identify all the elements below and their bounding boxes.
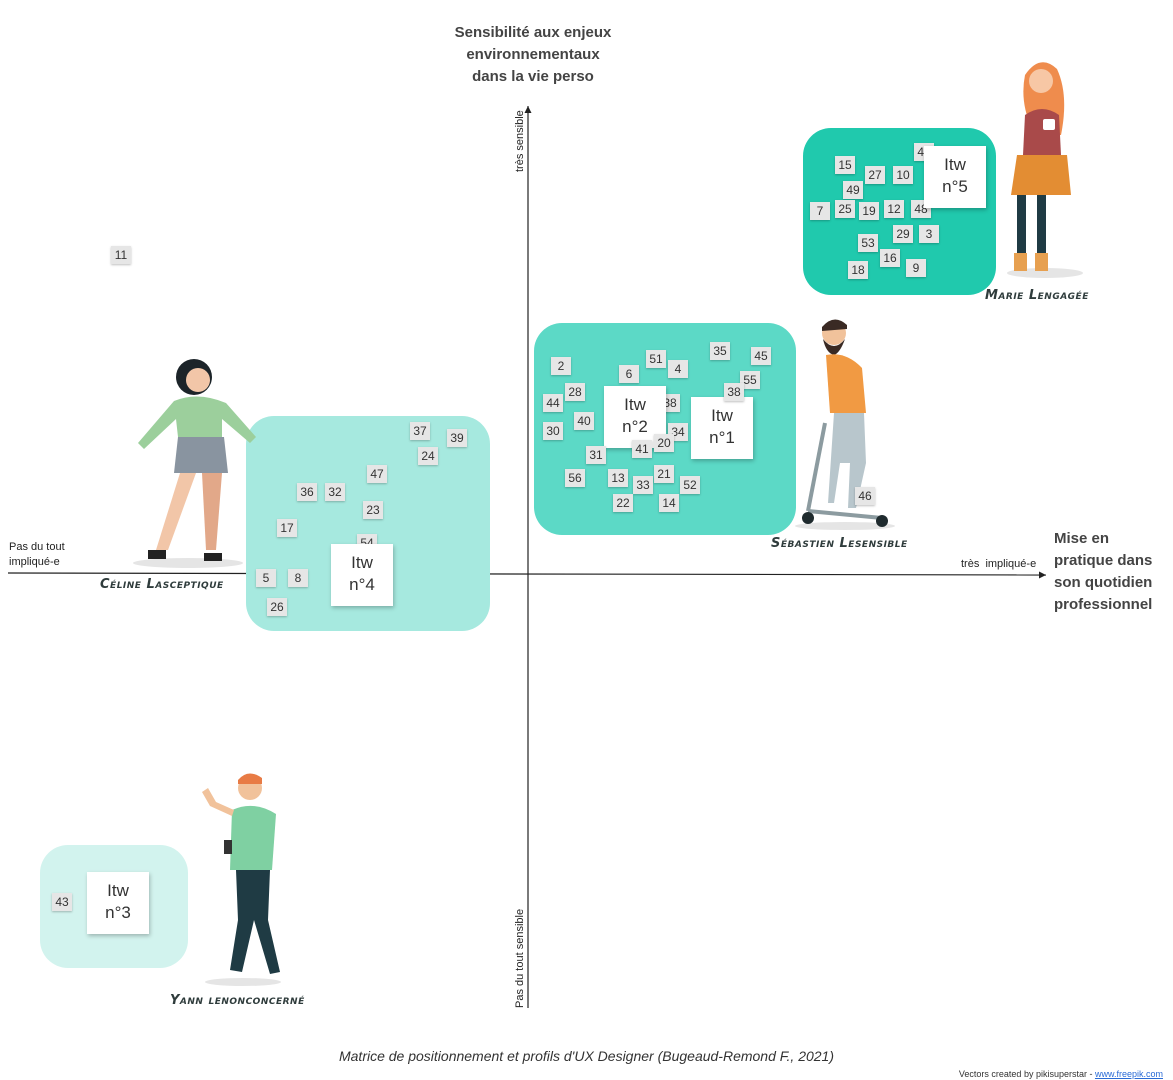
horizontal-axis-title-line: son quotidien bbox=[1054, 574, 1153, 591]
vertical-axis-bottom-label: Pas du tout sensible bbox=[514, 908, 526, 1008]
note-3: 3 bbox=[919, 225, 939, 243]
itw-2-line: Itw bbox=[624, 395, 646, 414]
vertical-axis-title-line: dans la vie perso bbox=[472, 68, 594, 85]
figure-caption: Matrice de positionnement et profils d'U… bbox=[338, 1048, 834, 1064]
note-29: 29 bbox=[893, 225, 913, 243]
itw-1-line: Itw bbox=[711, 406, 733, 425]
credit-link[interactable]: www.freepik.com bbox=[1094, 1069, 1163, 1079]
note-50: 14 bbox=[659, 494, 679, 512]
itw-3-line: n°3 bbox=[105, 903, 131, 922]
note-7: 7 bbox=[810, 202, 830, 220]
note-23: 23 bbox=[363, 501, 383, 519]
note-8: 8 bbox=[288, 569, 308, 587]
note-19: 19 bbox=[859, 202, 879, 220]
note-45: 45 bbox=[751, 347, 771, 365]
note-52: 33 bbox=[633, 476, 653, 494]
note-47: 47 bbox=[367, 465, 387, 483]
note-4: 4 bbox=[668, 360, 688, 378]
note-6: 6 bbox=[619, 365, 639, 383]
note-15: 15 bbox=[835, 156, 855, 174]
note-11: 11 bbox=[111, 246, 131, 264]
note-17: 17 bbox=[277, 519, 297, 537]
horizontal-axis-left-label-line: Pas du tout bbox=[9, 541, 65, 553]
credit-text: Vectors created by pikisuperstar - bbox=[958, 1069, 1095, 1079]
itw-3-line: Itw bbox=[107, 881, 129, 900]
note-34: 30 bbox=[543, 422, 563, 440]
horizontal-axis-left-label: Pas du tout impliqué-e bbox=[9, 540, 65, 570]
note-36: 36 bbox=[297, 483, 317, 501]
vertical-axis-title: Sensibilité aux enjeux environnementaux … bbox=[433, 22, 633, 88]
note-55: 55 bbox=[740, 371, 760, 389]
note-49: 49 bbox=[843, 181, 863, 199]
note-38: 44 bbox=[543, 394, 563, 412]
itw-5-line: n°5 bbox=[942, 177, 968, 196]
note-37: 37 bbox=[410, 422, 430, 440]
note-46: 46 bbox=[855, 487, 875, 505]
sebastien-illustration bbox=[795, 319, 895, 530]
persona-label-sebastien: Sébastien Lesensible bbox=[771, 536, 908, 551]
itw-4-note: Itw n°4 bbox=[331, 544, 393, 606]
credit-line: Vectors created by pikisuperstar - www.f… bbox=[959, 1069, 1163, 1079]
note-41: 20 bbox=[654, 434, 674, 452]
note-2: 2 bbox=[551, 357, 571, 375]
note-25: 25 bbox=[835, 200, 855, 218]
note-5: 5 bbox=[256, 569, 276, 587]
note-44: 38 bbox=[724, 383, 744, 401]
itw-2-line: n°2 bbox=[622, 417, 648, 436]
note-31: 41 bbox=[632, 440, 652, 458]
note-43: 43 bbox=[52, 893, 72, 911]
horizontal-axis-title: Mise en pratique dans son quotidien prof… bbox=[1054, 528, 1152, 616]
note-28: 28 bbox=[565, 383, 585, 401]
horizontal-axis-title-line: pratique dans bbox=[1054, 552, 1153, 569]
note-16: 16 bbox=[880, 249, 900, 267]
note-26: 26 bbox=[267, 598, 287, 616]
note-10: 10 bbox=[893, 166, 913, 184]
note-35: 35 bbox=[710, 342, 730, 360]
note-27: 27 bbox=[865, 166, 885, 184]
note-12: 12 bbox=[884, 200, 904, 218]
horizontal-axis-right-label: très impliqué-e bbox=[961, 558, 1037, 570]
itw-5-line: Itw bbox=[944, 155, 966, 174]
note-30: 40 bbox=[574, 412, 594, 430]
note-33: 21 bbox=[654, 465, 674, 483]
note-24: 24 bbox=[418, 447, 438, 465]
itw-1-line: n°1 bbox=[709, 428, 735, 447]
marie-illustration bbox=[1007, 62, 1083, 278]
yann-illustration bbox=[202, 773, 281, 986]
persona-label-celine: Céline Lasceptique bbox=[100, 577, 224, 592]
itw-4-line: n°4 bbox=[349, 575, 375, 594]
note-53: 53 bbox=[858, 234, 878, 252]
persona-label-marie: Marie Lengagée bbox=[985, 288, 1089, 303]
horizontal-axis-title-line: Mise en bbox=[1054, 530, 1110, 547]
itw-1-note: Itw n°1 bbox=[691, 397, 753, 459]
celine-illustration bbox=[133, 359, 256, 568]
vertical-axis-title-line: environnementaux bbox=[466, 46, 600, 63]
itw-5-note: Itw n°5 bbox=[924, 146, 986, 208]
note-51: 51 bbox=[646, 350, 666, 368]
itw-4-line: Itw bbox=[351, 553, 373, 572]
horizontal-axis-left-label-line: impliqué-e bbox=[9, 556, 60, 568]
horizontal-axis-title-line: professionnel bbox=[1054, 596, 1153, 613]
note-9: 9 bbox=[906, 259, 926, 277]
note-21: 13 bbox=[608, 469, 628, 487]
note-18: 18 bbox=[848, 261, 868, 279]
note-14: 22 bbox=[613, 494, 633, 512]
note-22: 52 bbox=[680, 476, 700, 494]
note-13: 56 bbox=[565, 469, 585, 487]
itw-3-note: Itw n°3 bbox=[87, 872, 149, 934]
vertical-axis-top-label: très sensible bbox=[514, 110, 526, 172]
persona-label-yann: Yann lenonconcerné bbox=[170, 993, 305, 1008]
horizontal-axis-line bbox=[7, 571, 1047, 579]
note-56: 31 bbox=[586, 446, 606, 464]
vertical-axis-title-line: Sensibilité aux enjeux bbox=[454, 24, 612, 41]
note-39: 39 bbox=[447, 429, 467, 447]
note-32: 32 bbox=[325, 483, 345, 501]
